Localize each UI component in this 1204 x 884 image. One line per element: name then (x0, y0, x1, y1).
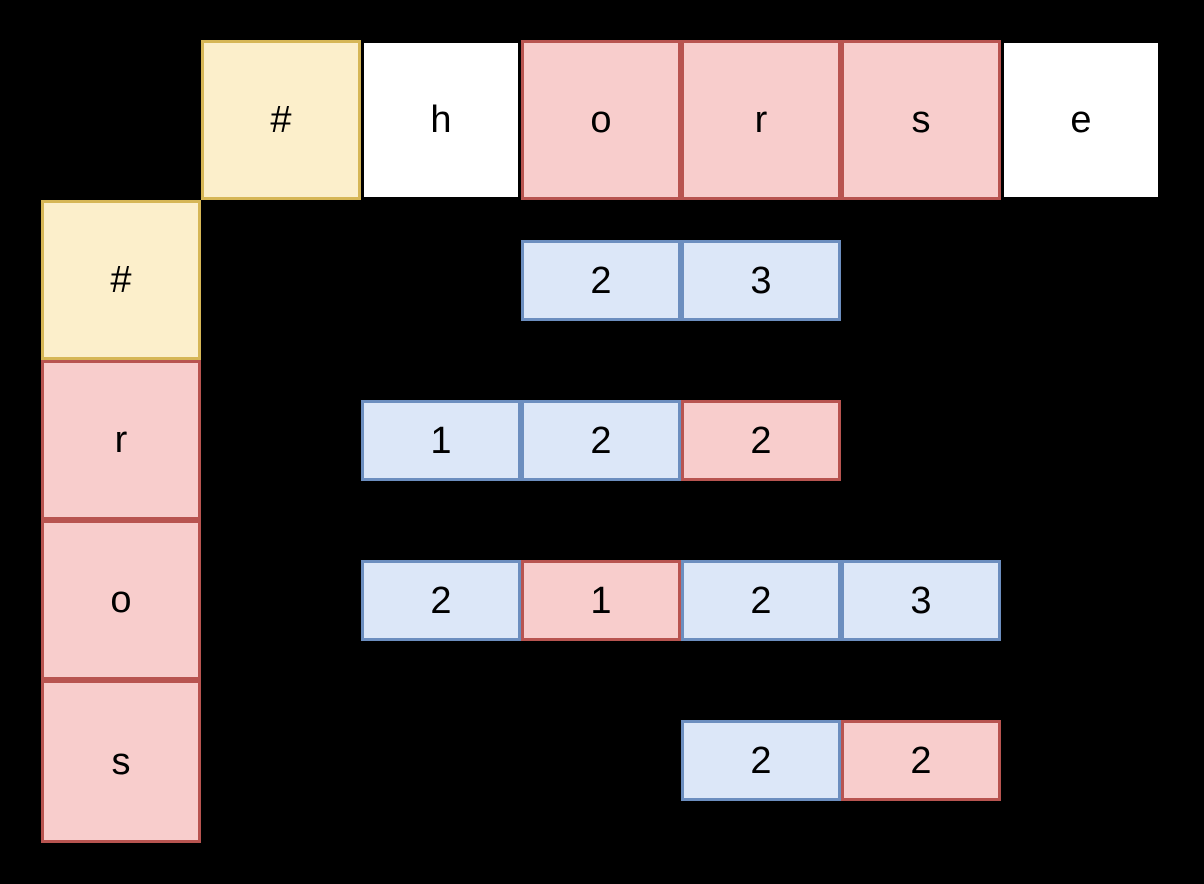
dp-cell-r0-c3: 3 (681, 240, 841, 321)
column-header-hash: # (201, 40, 361, 200)
row-header-hash: # (41, 200, 201, 360)
dp-cell-r3-c3: 2 (681, 720, 841, 801)
row-header-o: o (41, 520, 201, 680)
column-header-o: o (521, 40, 681, 200)
dp-cell-r1-c1: 1 (361, 400, 521, 481)
column-header-r: r (681, 40, 841, 200)
dp-cell-r2-c2: 1 (521, 560, 681, 641)
dp-cell-r2-c4: 3 (841, 560, 1001, 641)
dp-cell-r2-c3: 2 (681, 560, 841, 641)
dp-cell-r2-c1: 2 (361, 560, 521, 641)
dp-cell-r0-c2: 2 (521, 240, 681, 321)
row-header-r: r (41, 360, 201, 520)
column-header-e: e (1001, 40, 1161, 200)
dp-cell-r1-c3: 2 (681, 400, 841, 481)
row-header-s: s (41, 680, 201, 843)
dp-cell-r3-c4: 2 (841, 720, 1001, 801)
dp-cell-r1-c2: 2 (521, 400, 681, 481)
column-header-h: h (361, 40, 521, 200)
column-header-s: s (841, 40, 1001, 200)
